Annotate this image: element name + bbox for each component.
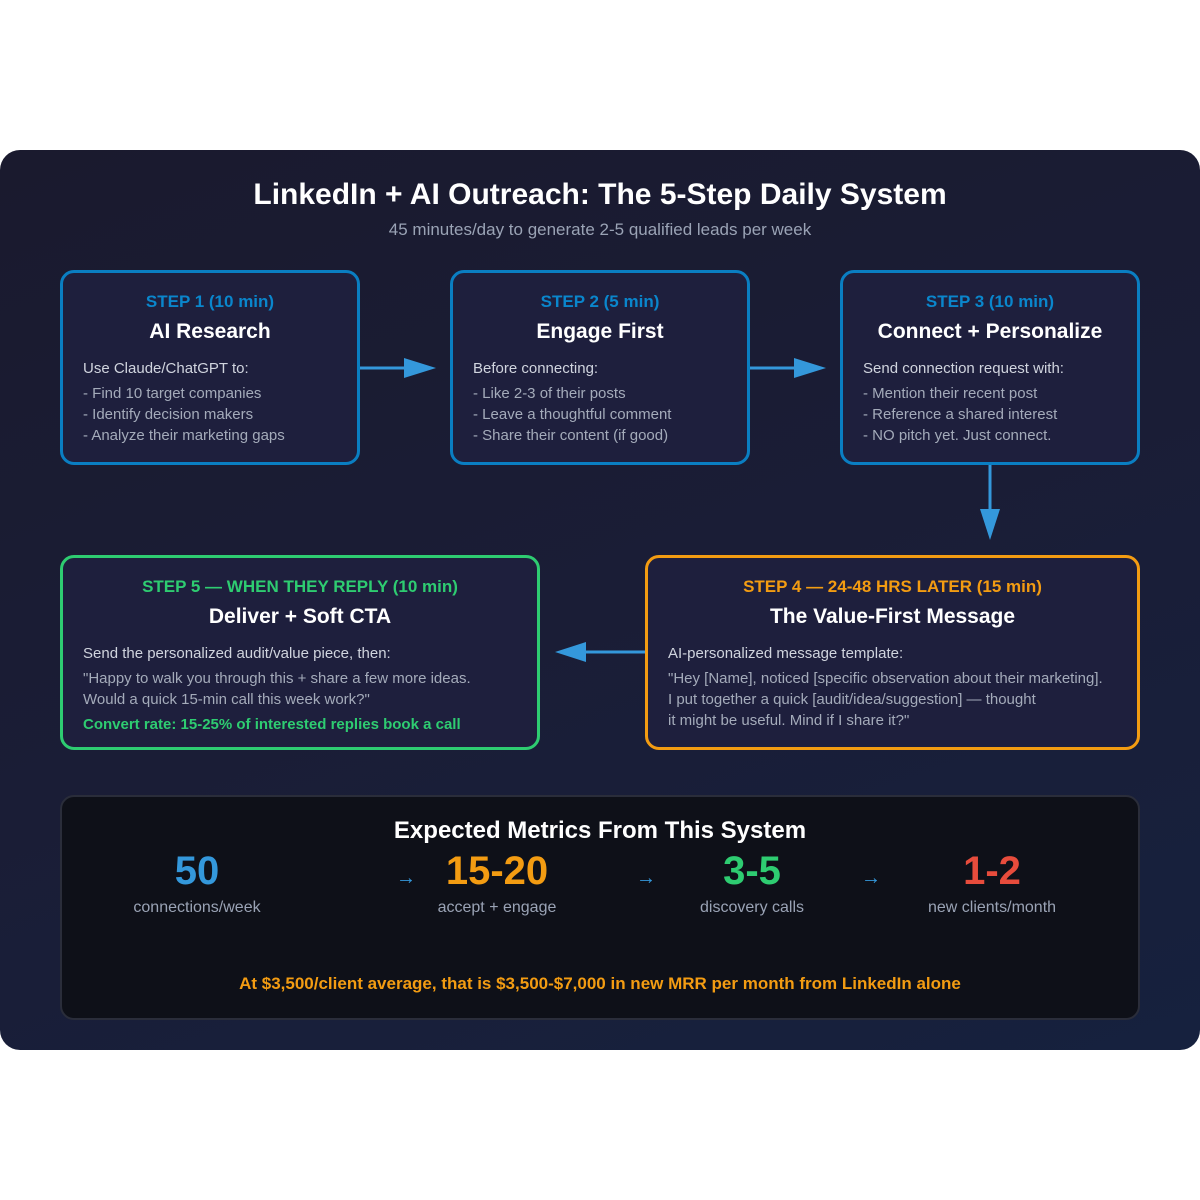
metric-value: 15-20 <box>445 849 549 893</box>
list-item: - Analyze their marketing gaps <box>83 427 285 444</box>
arrow-right-icon: → <box>636 867 656 889</box>
arrow-right-icon: → <box>861 867 881 889</box>
step-intro: Send connection request with: <box>863 360 1064 377</box>
infographic-card: LinkedIn + AI Outreach: The 5-Step Daily… <box>0 150 1200 1050</box>
step-label: STEP 1 (10 min) <box>145 292 275 311</box>
arrow-right-icon: → <box>396 867 416 889</box>
list-item: - Leave a thoughtful comment <box>473 406 672 423</box>
step-1-box: STEP 1 (10 min) AI Research Use Claude/C… <box>60 270 360 465</box>
arrow-right-icon <box>360 358 436 378</box>
list-item: I put together a quick [audit/idea/sugge… <box>668 691 1036 708</box>
metric-value: 1-2 <box>963 849 1021 893</box>
list-item: - Find 10 target companies <box>83 385 262 402</box>
metric-calls: 3-5 discovery calls <box>632 847 872 917</box>
step-2-box: STEP 2 (5 min) Engage First Before conne… <box>450 270 750 465</box>
flow-arrows <box>360 358 1000 662</box>
step-name: Deliver + Soft CTA <box>208 605 392 628</box>
step-name: Connect + Personalize <box>877 320 1103 343</box>
step-label: STEP 2 (5 min) <box>540 292 660 311</box>
list-item: - Identify decision makers <box>83 406 254 423</box>
list-item: - Mention their recent post <box>863 385 1038 402</box>
list-item: - Like 2-3 of their posts <box>473 385 626 402</box>
step-name: Engage First <box>536 320 664 343</box>
step-label: STEP 4 — 24-48 HRS LATER (15 min) <box>743 577 1042 596</box>
metrics-title: Expected Metrics From This System <box>393 817 807 844</box>
step-name: AI Research <box>149 320 271 343</box>
list-item: Would a quick 15-min call this week work… <box>83 691 370 708</box>
step-3-box: STEP 3 (10 min) Connect + Personalize Se… <box>840 270 1140 465</box>
list-item: it might be useful. Mind if I share it?" <box>668 712 910 729</box>
list-item: - NO pitch yet. Just connect. <box>863 427 1052 444</box>
metric-connections: 50 connections/week <box>77 847 317 917</box>
convert-rate: Convert rate: 15-25% of interested repli… <box>83 716 461 733</box>
metric-label: accept + engage <box>437 899 557 916</box>
metric-engage: 15-20 accept + engage <box>377 847 617 917</box>
step-label: STEP 5 — WHEN THEY REPLY (10 min) <box>142 577 458 596</box>
mrr-summary: At $3,500/client average, that is $3,500… <box>239 974 961 993</box>
step-intro: Send the personalized audit/value piece,… <box>83 645 391 662</box>
page-subtitle: 45 minutes/day to generate 2-5 qualified… <box>388 220 812 239</box>
list-item: - Reference a shared interest <box>863 406 1058 423</box>
step-intro: AI-personalized message template: <box>668 645 904 662</box>
metric-label: discovery calls <box>699 899 805 916</box>
step-intro: Use Claude/ChatGPT to: <box>83 360 249 377</box>
step-intro: Before connecting: <box>473 360 599 377</box>
list-item: "Happy to walk you through this + share … <box>83 670 471 687</box>
metrics-panel: Expected Metrics From This System 50 con… <box>60 795 1140 1020</box>
list-item: - Share their content (if good) <box>473 427 669 444</box>
step-name: The Value-First Message <box>769 605 1016 628</box>
metric-label: new clients/month <box>927 899 1057 916</box>
step-5-box: STEP 5 — WHEN THEY REPLY (10 min) Delive… <box>60 555 540 750</box>
arrow-right-icon <box>750 358 826 378</box>
arrow-down-icon <box>980 465 1000 540</box>
metric-clients: 1-2 new clients/month <box>872 847 1112 917</box>
step-label: STEP 3 (10 min) <box>925 292 1055 311</box>
page-title: LinkedIn + AI Outreach: The 5-Step Daily… <box>253 178 947 211</box>
step-4-box: STEP 4 — 24-48 HRS LATER (15 min) The Va… <box>645 555 1140 750</box>
metric-label: connections/week <box>133 899 261 916</box>
list-item: "Hey [Name], noticed [specific observati… <box>668 670 1103 687</box>
arrow-left-icon <box>555 642 645 662</box>
metric-value: 50 <box>174 849 220 893</box>
metric-value: 3-5 <box>723 849 781 893</box>
